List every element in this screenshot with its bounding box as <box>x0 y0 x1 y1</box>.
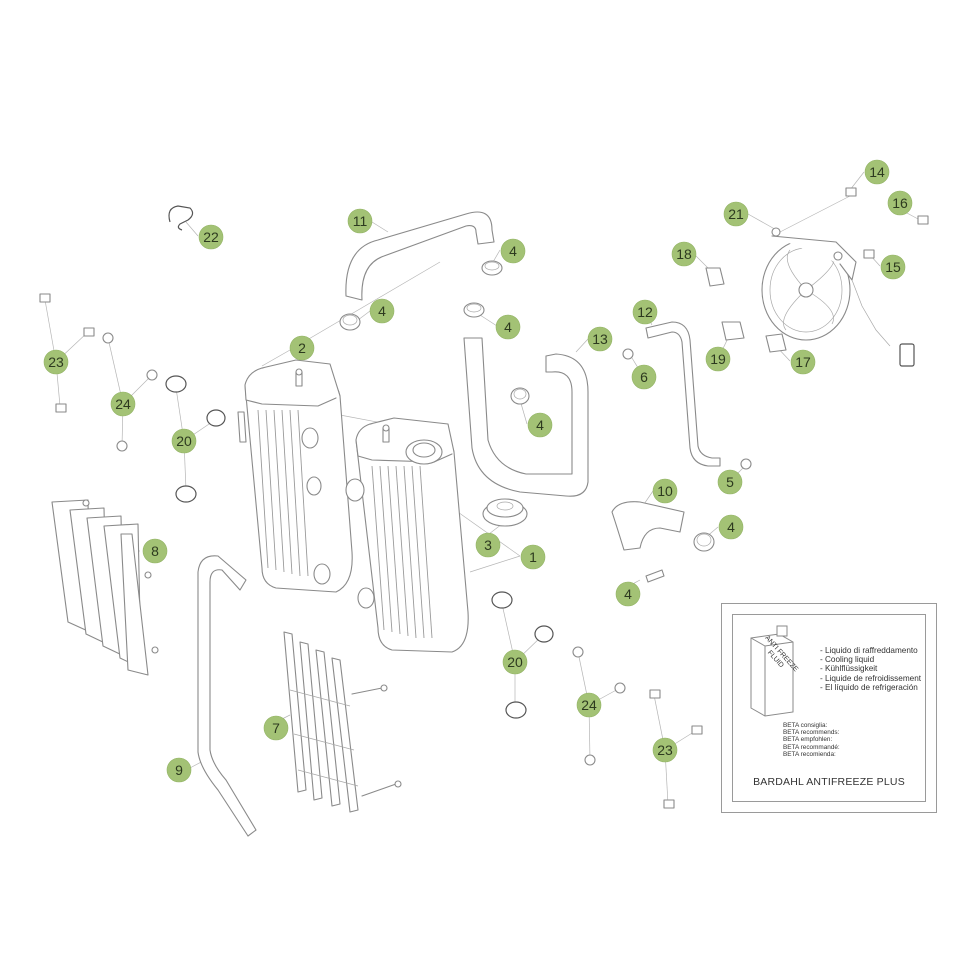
coolant-legend: ANTI FREEZE FLUID - Liquido di raffredda… <box>721 603 937 813</box>
callout-badge[interactable]: 9 <box>166 757 192 783</box>
callout-badge[interactable]: 23 <box>652 737 678 763</box>
callout-badge[interactable]: 12 <box>632 299 658 325</box>
svg-text:4: 4 <box>727 519 735 535</box>
svg-text:3: 3 <box>484 537 492 553</box>
recommendation-list: BETA consiglia: BETA recommends: BETA em… <box>783 722 840 758</box>
svg-text:20: 20 <box>176 433 192 449</box>
svg-text:4: 4 <box>536 417 544 433</box>
fluid-item: - Kühlflüssigkeit <box>820 664 878 674</box>
short-hose <box>611 501 685 551</box>
callout-badge[interactable]: 10 <box>652 478 678 504</box>
svg-text:2: 2 <box>298 340 306 356</box>
overflow-hose <box>645 321 721 467</box>
callout-badge[interactable]: 18 <box>671 241 697 267</box>
coolant-fluid-list: - Liquido di raffreddamento - Cooling li… <box>820 646 921 692</box>
svg-text:4: 4 <box>509 243 517 259</box>
fluid-item: - El líquido de refrigeración <box>820 682 918 692</box>
radiator-cap <box>482 498 528 527</box>
callout-badge[interactable]: 20 <box>171 428 197 454</box>
callout-badge[interactable]: 3 <box>475 532 501 558</box>
callout-badge[interactable]: 13 <box>587 326 613 352</box>
right-radiator <box>345 417 469 653</box>
callout-badge[interactable]: 1 <box>520 544 546 570</box>
fluid-item: - Liquido di raffreddamento <box>820 646 918 655</box>
coolant-can-icon <box>750 625 794 717</box>
callout-badge[interactable]: 8 <box>142 538 168 564</box>
svg-text:16: 16 <box>892 195 908 211</box>
cooling-fan <box>761 227 915 367</box>
svg-text:12: 12 <box>637 304 653 320</box>
svg-text:7: 7 <box>272 720 280 736</box>
svg-text:6: 6 <box>640 369 648 385</box>
svg-text:21: 21 <box>728 206 744 222</box>
left-radiator <box>237 359 353 593</box>
callout-badge[interactable]: 5 <box>717 469 743 495</box>
svg-text:9: 9 <box>175 762 183 778</box>
svg-text:22: 22 <box>203 229 219 245</box>
svg-text:8: 8 <box>151 543 159 559</box>
recommend-item: BETA empfohlen: <box>783 736 833 744</box>
callout-badge[interactable]: 14 <box>864 159 890 185</box>
svg-text:5: 5 <box>726 474 734 490</box>
callout-badge[interactable]: 4 <box>500 238 526 264</box>
svg-text:13: 13 <box>592 331 608 347</box>
callout-badge[interactable]: 4 <box>615 581 641 607</box>
svg-text:19: 19 <box>710 351 726 367</box>
callout-badge[interactable]: 20 <box>502 649 528 675</box>
callout-badge[interactable]: 19 <box>705 346 731 372</box>
callout-badge[interactable]: 4 <box>495 314 521 340</box>
recommend-item: BETA recomienda: <box>783 750 836 758</box>
svg-text:15: 15 <box>885 259 901 275</box>
svg-text:4: 4 <box>624 586 632 602</box>
svg-text:24: 24 <box>581 697 597 713</box>
small-fittings <box>39 187 929 809</box>
callout-badge[interactable]: 6 <box>631 364 657 390</box>
svg-text:18: 18 <box>676 246 692 262</box>
svg-text:4: 4 <box>504 319 512 335</box>
callout-badge[interactable]: 7 <box>263 715 289 741</box>
recommend-item: BETA consiglia: <box>783 722 828 729</box>
svg-text:14: 14 <box>869 164 885 180</box>
svg-text:20: 20 <box>507 654 523 670</box>
left-radiator-louver <box>51 499 159 676</box>
callout-badge[interactable]: 21 <box>723 201 749 227</box>
svg-text:1: 1 <box>529 549 537 565</box>
callout-badge[interactable]: 22 <box>198 224 224 250</box>
upper-hose <box>345 211 495 301</box>
coolant-legend-frame: ANTI FREEZE FLUID - Liquido di raffredda… <box>732 614 926 802</box>
svg-text:4: 4 <box>378 303 386 319</box>
svg-text:24: 24 <box>115 396 131 412</box>
product-name: BARDAHL ANTIFREEZE PLUS <box>753 776 905 788</box>
long-pipe <box>197 555 257 837</box>
callout-badge[interactable]: 2 <box>289 335 315 361</box>
connection-hose <box>463 337 589 497</box>
svg-text:23: 23 <box>657 742 673 758</box>
right-radiator-louver <box>283 631 402 813</box>
callout-badge[interactable]: 16 <box>887 190 913 216</box>
callout-badge[interactable]: 24 <box>576 692 602 718</box>
callout-badge[interactable]: 23 <box>43 349 69 375</box>
callout-badge[interactable]: 4 <box>369 298 395 324</box>
recommend-item: BETA recommends: <box>783 729 840 737</box>
svg-text:23: 23 <box>48 354 64 370</box>
fluid-item: - Cooling liquid <box>820 655 875 665</box>
recommend-item: BETA recommandé: <box>783 743 840 751</box>
callout-badge[interactable]: 15 <box>880 254 906 280</box>
callout-badge[interactable]: 17 <box>790 349 816 375</box>
svg-text:10: 10 <box>657 483 673 499</box>
callout-badge[interactable]: 4 <box>527 412 553 438</box>
callout-badge[interactable]: 24 <box>110 391 136 417</box>
fluid-item: - Liquide de refroidissement <box>820 673 922 683</box>
callout-badges: 1 2 3 4 4 4 4 4 4 5 6 7 8 9 10 11 12 13 … <box>43 159 913 783</box>
callout-badge[interactable]: 11 <box>347 208 373 234</box>
svg-text:17: 17 <box>795 354 811 370</box>
callout-badge[interactable]: 4 <box>718 514 744 540</box>
svg-text:11: 11 <box>353 213 368 229</box>
